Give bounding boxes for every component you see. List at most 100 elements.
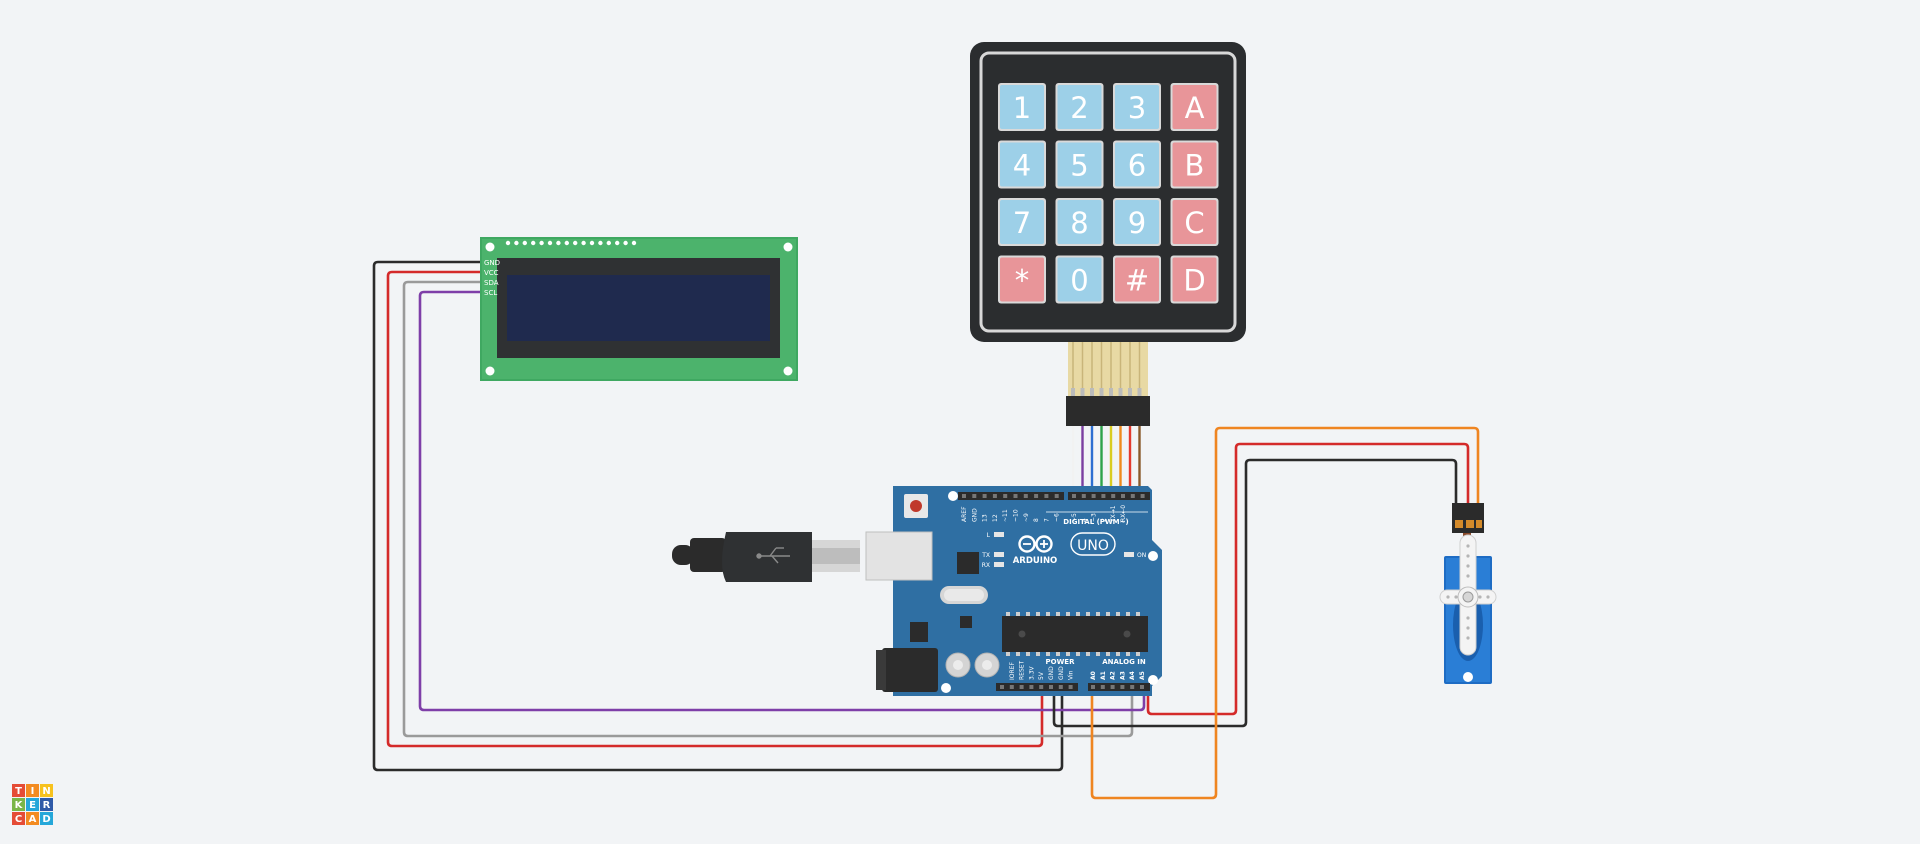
keypad-key-C[interactable]: C [1170, 198, 1219, 246]
logo-letter: N [42, 786, 50, 797]
digital-pin-label: TX→1 [1110, 505, 1117, 523]
logo-letter: C [15, 814, 22, 825]
keypad-key-*[interactable]: * [998, 255, 1046, 304]
keypad-inner-border [979, 51, 1237, 333]
keypad-key-6[interactable]: 6 [1113, 140, 1161, 189]
logo-letter: R [43, 800, 51, 811]
digital-pin-label: ~10 [1013, 509, 1020, 522]
arduino-logo-icon [1018, 535, 1053, 553]
on-led-label: ON [1137, 552, 1146, 559]
power-pin-label: Vin [1068, 670, 1075, 680]
analog-pin-label: A2 [1110, 671, 1117, 680]
analog-pin-label: A5 [1139, 671, 1146, 680]
keypad-key-label: 5 [1070, 149, 1088, 183]
usb-cable[interactable] [672, 532, 860, 582]
keypad-key-4[interactable]: 4 [998, 140, 1046, 189]
power-pin-label: IOREF [1009, 662, 1016, 680]
power-header [996, 683, 1078, 691]
digital-pin-label: 4 [1081, 518, 1088, 522]
usb-b-port [866, 532, 932, 580]
keypad-key-0[interactable]: 0 [1055, 255, 1104, 304]
analog-in-label: ANALOG IN [1102, 658, 1146, 666]
wire-lcd-vcc[interactable] [386, 270, 1044, 748]
servo-connector [1452, 503, 1484, 533]
logo-letter: I [31, 786, 35, 797]
digital-pin-label: 2 [1100, 518, 1107, 522]
wire-servo-signal[interactable] [1090, 426, 1480, 800]
power-pin-label: 3.3V [1028, 665, 1035, 680]
keypad-key-2[interactable]: 2 [1055, 83, 1104, 131]
digital-pin-label: ~5 [1071, 513, 1078, 522]
keypad-key-label: B [1185, 149, 1205, 183]
keypad-key-9[interactable]: 9 [1113, 198, 1161, 246]
digital-pin-label: ~11 [1002, 509, 1009, 522]
status-leds: L TX RX ON [981, 532, 1146, 569]
keypad-key-label: 7 [1013, 206, 1031, 240]
keypad-key-label: 0 [1070, 264, 1088, 298]
lcd-pin-scl: SCL [484, 289, 497, 297]
keypad-key-D[interactable]: D [1170, 255, 1219, 304]
keypad-connector [1066, 396, 1150, 426]
led-label-rx: RX [982, 562, 990, 569]
power-pin-label: GND [1048, 666, 1055, 680]
keypad-key-label: A [1185, 91, 1205, 125]
digital-pin-label: 12 [992, 514, 999, 522]
micro-servo[interactable] [1439, 503, 1497, 684]
power-pin-label: 5V [1038, 671, 1045, 680]
keypad-key-A[interactable]: A [1170, 83, 1219, 131]
keypad-key-label: 3 [1128, 91, 1146, 125]
wire-servo-gnd[interactable] [1052, 458, 1458, 728]
keypad-key-3[interactable]: 3 [1113, 83, 1161, 131]
keypad-key-#[interactable]: # [1113, 255, 1161, 304]
logo-letter: A [29, 814, 37, 825]
keypad-key-label: * [1015, 264, 1030, 298]
logo-letter: K [15, 800, 24, 811]
lcd-pin-sda: SDA [484, 279, 499, 287]
digital-header [958, 492, 1150, 500]
logo-letter: D [42, 814, 50, 825]
power-pin-label: GND [1058, 666, 1065, 680]
digital-pin-label: RX←0 [1120, 505, 1127, 522]
analog-pin-label: A3 [1119, 671, 1126, 680]
wire-lcd-scl[interactable] [418, 290, 1146, 712]
keypad-key-1[interactable]: 1 [998, 83, 1046, 131]
keypad-key-8[interactable]: 8 [1055, 198, 1104, 246]
logo-letter: T [15, 786, 22, 797]
keypad-key-7[interactable]: 7 [998, 198, 1046, 246]
digital-pin-label: ~9 [1023, 513, 1030, 522]
keypad-key-label: 1 [1013, 91, 1031, 125]
digital-pin-label: ~6 [1054, 513, 1061, 522]
keypad-key-5[interactable]: 5 [1055, 140, 1104, 189]
digital-pin-label: GND [971, 508, 978, 522]
logo-letter: E [29, 800, 36, 811]
analog-pin-label: A4 [1129, 671, 1136, 680]
digital-pin-label: 8 [1033, 518, 1040, 522]
keypad-ribbon [1066, 342, 1150, 494]
arduino-brand: ARDUINO [1013, 556, 1058, 566]
keypad-key-B[interactable]: B [1170, 140, 1219, 189]
servo-horn[interactable] [1439, 534, 1497, 656]
wire-lcd-gnd[interactable] [372, 260, 1064, 772]
keypad-key-label: 6 [1128, 149, 1146, 183]
led-label-l: L [987, 532, 991, 539]
lcd-16x2-i2c[interactable]: GND VCC SDA SCL [480, 237, 798, 381]
keypad-key-label: D [1183, 264, 1205, 298]
arduino-model: UNO [1077, 538, 1109, 554]
lcd-top-pins [505, 240, 637, 246]
lcd-pin-labels: GND VCC SDA SCL [484, 259, 500, 297]
wire-lcd-sda[interactable] [402, 280, 1134, 738]
lcd-pin-gnd: GND [484, 259, 500, 267]
keypad-key-label: 8 [1070, 206, 1088, 240]
usb-symbol-icon [756, 547, 790, 564]
wire-servo-vcc[interactable] [1146, 442, 1470, 716]
digital-pin-label: 13 [982, 514, 989, 522]
analog-pin-label: A1 [1100, 671, 1107, 680]
